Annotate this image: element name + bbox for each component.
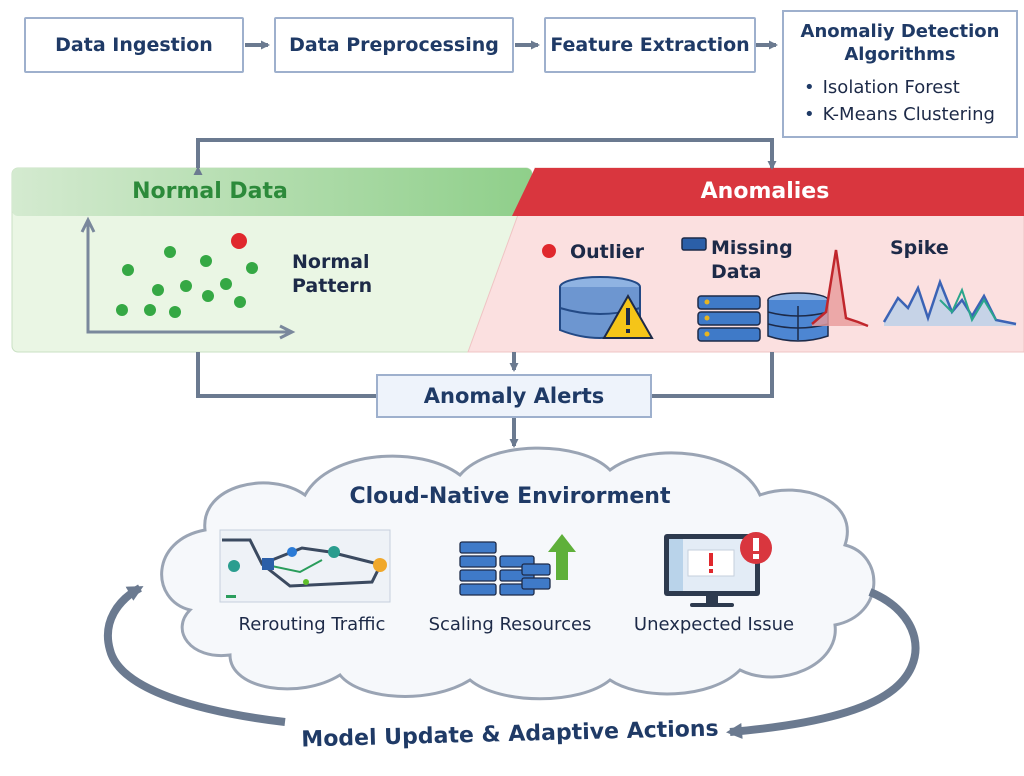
algorithm-item: Isolation Forest [804, 74, 1006, 101]
stage-feature-extraction: Feature Extraction [544, 17, 756, 73]
algorithm-item: K-Means Clustering [804, 101, 1006, 128]
spike-chart-icon [811, 249, 1017, 328]
split-connector [193, 138, 777, 175]
database-warning-icon [559, 276, 654, 339]
algorithms-list: Isolation Forest K-Means Clustering [794, 74, 1006, 128]
loop-arrow-right [726, 588, 920, 739]
unexpected-issue-icon [664, 532, 772, 607]
merge-connector-right [652, 352, 774, 398]
action-unexpected-issue: Unexpected Issue [633, 614, 795, 635]
anomalies-title: Anomalies [700, 179, 830, 204]
outlier-dot-icon [542, 244, 556, 258]
action-rerouting-traffic: Rerouting Traffic [238, 614, 386, 635]
rerouting-traffic-icon [219, 529, 391, 603]
normal-panel-header [12, 168, 532, 216]
stage-data-preprocessing: Data Preprocessing [274, 17, 514, 73]
action-scaling-resources: Scaling Resources [428, 614, 592, 635]
normal-data-title: Normal Data [132, 179, 288, 204]
stage-data-ingestion: Data Ingestion [24, 17, 244, 73]
algorithms-box: Anomaliy Detection Algorithms Isolation … [782, 10, 1018, 138]
anomaly-panel-header [512, 168, 1024, 216]
outlier-label: Outlier [570, 241, 645, 263]
missing-data-icon [681, 237, 829, 342]
cloud-title: Cloud-Native Envirorment [349, 484, 671, 509]
loop-arrow-left [103, 584, 286, 726]
algorithms-title: Anomaliy Detection Algorithms [800, 21, 1000, 65]
anomaly-alerts-box: Anomaly Alerts [376, 374, 652, 418]
scaling-resources-icon [459, 534, 576, 596]
missing-data-label: Missing Data [711, 237, 793, 283]
normal-pattern-label: Normal Pattern [292, 251, 373, 297]
merge-connector-left [196, 352, 376, 398]
spike-label: Spike [890, 237, 949, 259]
